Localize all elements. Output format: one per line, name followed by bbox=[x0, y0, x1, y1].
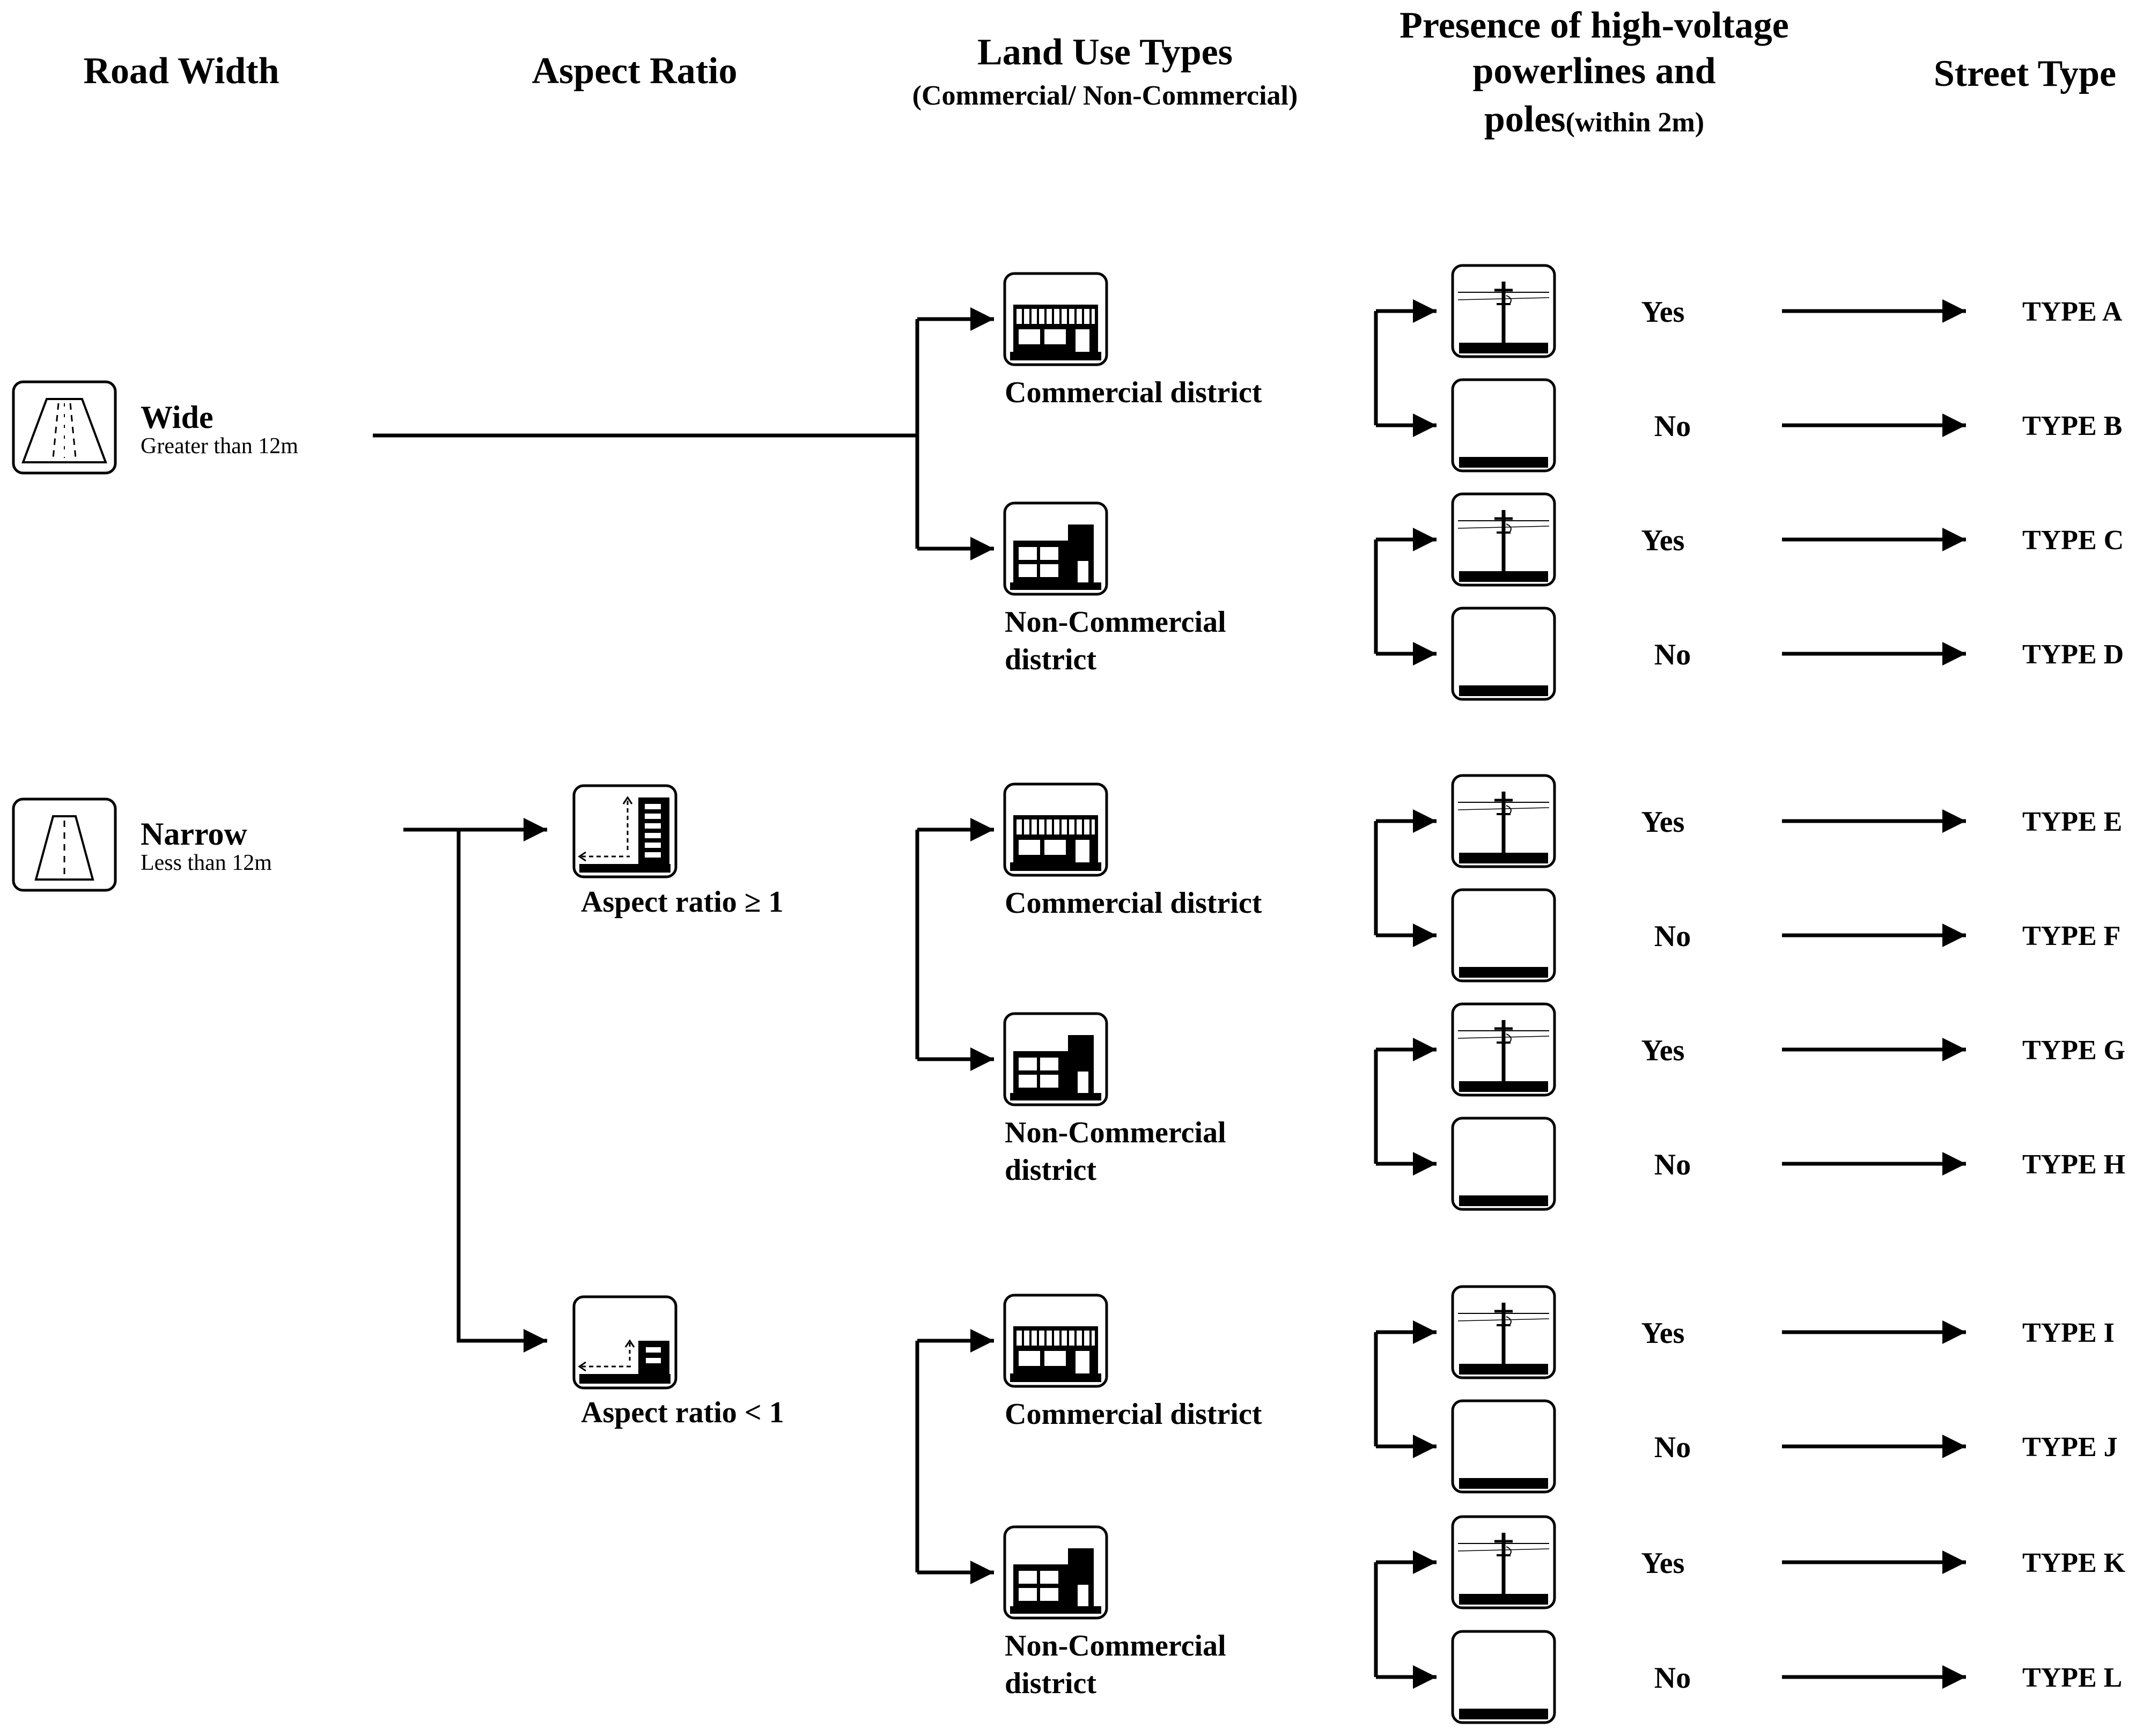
type-items: TYPE A TYPE B TYPE C TYPE D TYPE E TYPE F TYPE… bbox=[2022, 297, 2126, 1693]
aspect-ratio-low-label: Aspect ratio < 1 bbox=[581, 1396, 784, 1429]
no-pole-icon bbox=[1453, 1631, 1555, 1723]
street-type-label: TYPE E bbox=[2022, 807, 2122, 837]
commercial-building-icon bbox=[1005, 784, 1107, 875]
power-pole-icon bbox=[1453, 494, 1555, 585]
no-pole-icon bbox=[1453, 1401, 1555, 1492]
power-pole-icon bbox=[1453, 1517, 1555, 1608]
street-type-label: TYPE B bbox=[2022, 411, 2122, 441]
landuse-connectors bbox=[915, 307, 994, 1584]
noncommercial-building-icon bbox=[1005, 503, 1107, 594]
header-powerlines-3-small: (within 2m) bbox=[1566, 107, 1705, 138]
street-type-label: TYPE J bbox=[2022, 1432, 2118, 1462]
street-type-label: TYPE H bbox=[2022, 1149, 2125, 1180]
commercial-district-label: Commercial district bbox=[1005, 1398, 1262, 1431]
header-aspect-ratio: Aspect Ratio bbox=[532, 50, 738, 92]
noncommercial-district-label-2: district bbox=[1005, 643, 1096, 676]
street-type-label: TYPE A bbox=[2022, 297, 2123, 327]
street-type-label: TYPE F bbox=[2022, 921, 2120, 951]
no-pole-icon bbox=[1453, 1118, 1555, 1209]
noncommercial-district-label-1: Non-Commercial bbox=[1005, 1629, 1226, 1663]
street-type-label: TYPE C bbox=[2022, 525, 2124, 556]
header-road-width: Road Width bbox=[83, 50, 279, 92]
street-type-label: TYPE K bbox=[2022, 1548, 2126, 1578]
noncommercial-building-icon bbox=[1005, 1527, 1107, 1618]
powerline-yes-label: Yes bbox=[1641, 1547, 1685, 1580]
aspect-ratio-high-label: Aspect ratio ≥ 1 bbox=[581, 885, 784, 919]
commercial-district-label: Commercial district bbox=[1005, 376, 1262, 409]
powerline-yes-label: Yes bbox=[1641, 1034, 1685, 1067]
commercial-district-label: Commercial district bbox=[1005, 887, 1262, 920]
street-type-label: TYPE L bbox=[2022, 1663, 2122, 1693]
powerline-no-label: No bbox=[1654, 1661, 1691, 1695]
header-powerlines-3-main: poles bbox=[1484, 99, 1566, 140]
header-street-type: Street Type bbox=[1934, 53, 2116, 94]
narrow-label: Narrow bbox=[141, 816, 248, 852]
powerline-no-label: No bbox=[1654, 920, 1691, 953]
wide-label: Wide bbox=[141, 400, 213, 435]
wide-sub: Greater than 12m bbox=[141, 434, 298, 459]
wide-road-icon bbox=[13, 382, 115, 473]
noncommercial-district-label-2: district bbox=[1005, 1154, 1096, 1187]
powerline-no-label: No bbox=[1654, 410, 1691, 443]
noncommercial-district-label-1: Non-Commercial bbox=[1005, 1116, 1226, 1149]
power-pole-icon bbox=[1453, 1004, 1555, 1095]
no-pole-icon bbox=[1453, 380, 1555, 471]
powerline-no-label: No bbox=[1654, 1148, 1691, 1181]
powerline-yes-label: Yes bbox=[1641, 296, 1685, 329]
power-pole-icon bbox=[1453, 1287, 1555, 1378]
noncommercial-district-label-1: Non-Commercial bbox=[1005, 605, 1226, 639]
narrow-road-icon bbox=[13, 799, 115, 890]
power-pole-icon bbox=[1453, 775, 1555, 867]
noncommercial-district-label-2: district bbox=[1005, 1667, 1096, 1700]
landuse-items: Commercial districtNon-Commercialdistric… bbox=[1005, 274, 1262, 1700]
powerline-connectors bbox=[1374, 299, 1966, 1689]
powerline-no-label: No bbox=[1654, 638, 1691, 671]
commercial-building-icon bbox=[1005, 274, 1107, 365]
low-building-street-icon bbox=[574, 1297, 676, 1388]
street-type-label: TYPE I bbox=[2022, 1318, 2115, 1348]
powerline-yes-label: Yes bbox=[1641, 806, 1685, 839]
header-land-use-sub: (Commercial/ Non-Commercial) bbox=[912, 80, 1298, 111]
narrow-sub: Less than 12m bbox=[141, 851, 272, 875]
header-powerlines-1: Presence of high-voltage bbox=[1400, 5, 1789, 46]
header-powerlines-3: poles(within 2m) bbox=[1484, 99, 1704, 140]
noncommercial-building-icon bbox=[1005, 1014, 1107, 1105]
power-pole-icon bbox=[1453, 265, 1555, 357]
powerline-yes-label: Yes bbox=[1641, 1317, 1685, 1350]
narrow-to-ar-low-arrow bbox=[456, 830, 547, 1353]
street-type-label: TYPE G bbox=[2022, 1035, 2125, 1066]
no-pole-icon bbox=[1453, 890, 1555, 981]
header-land-use: Land Use Types bbox=[977, 32, 1233, 73]
no-pole-icon bbox=[1453, 608, 1555, 699]
powerline-yes-label: Yes bbox=[1641, 524, 1685, 557]
tall-building-street-icon bbox=[574, 786, 676, 877]
powerline-no-label: No bbox=[1654, 1431, 1691, 1464]
street-type-label: TYPE D bbox=[2022, 639, 2124, 670]
header-powerlines-2: powerlines and bbox=[1472, 50, 1715, 92]
commercial-building-icon bbox=[1005, 1295, 1107, 1386]
